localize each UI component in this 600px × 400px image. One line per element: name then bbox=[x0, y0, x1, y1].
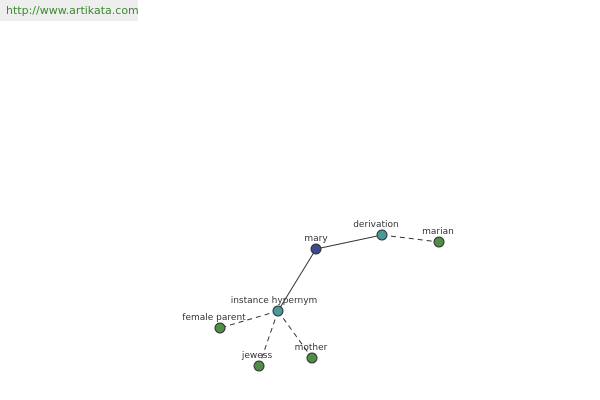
node-label-marian[interactable]: marian bbox=[422, 227, 454, 237]
graph-nodes: mary derivation marian instance hypernym fem… bbox=[182, 220, 454, 372]
node-jewess[interactable] bbox=[253, 360, 265, 372]
edge-mary-instance_hypernym bbox=[277, 248, 317, 312]
edge-mary-derivation bbox=[315, 234, 383, 250]
node-derivation[interactable] bbox=[376, 229, 388, 241]
node-marian[interactable] bbox=[433, 236, 445, 248]
node-label-mother[interactable]: mother bbox=[295, 343, 328, 353]
node-label-derivation[interactable]: derivation bbox=[353, 220, 399, 230]
node-mother[interactable] bbox=[306, 352, 318, 364]
node-instance-hypernym[interactable] bbox=[272, 305, 284, 317]
node-label-mary[interactable]: mary bbox=[304, 234, 328, 244]
node-female-parent[interactable] bbox=[214, 322, 226, 334]
edge-instance_hypernym-female_parent bbox=[219, 310, 279, 329]
node-label-female-parent[interactable]: female parent bbox=[182, 313, 246, 323]
site-url-watermark[interactable]: http://www.artikata.com bbox=[0, 0, 138, 21]
edge-derivation-marian bbox=[381, 234, 440, 243]
graph-edges bbox=[219, 234, 440, 367]
node-mary[interactable] bbox=[310, 243, 322, 255]
node-label-instance-hypernym[interactable]: instance hypernym bbox=[231, 296, 318, 306]
edge-instance_hypernym-jewess bbox=[258, 310, 279, 367]
edge-instance_hypernym-mother bbox=[277, 310, 313, 359]
node-label-jewess[interactable]: jewess bbox=[241, 351, 273, 361]
